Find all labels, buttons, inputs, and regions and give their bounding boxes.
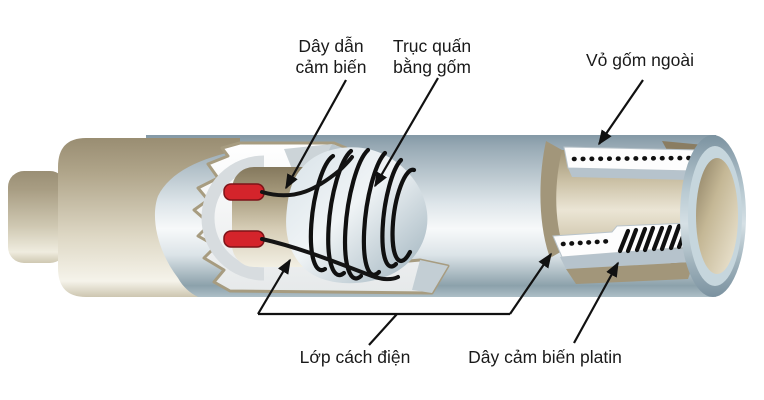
leader-insulation-left [257,258,291,315]
ring-inner-face [696,158,738,274]
leader-sensor-lead [285,79,347,190]
right-cutaway [540,141,704,284]
cut-bevel-bottom [412,260,448,293]
shell-cut-shoulder-left [540,141,564,258]
leader-lines [257,77,644,346]
end-cap-small [8,171,66,263]
labels: Dây dẫn cảm biến Trục quấn bằng gốm Vỏ g… [295,35,694,367]
leader-outer-shell [598,79,644,146]
leader-insulation-stem [258,312,510,346]
platinum-wire-dots-top [571,155,693,162]
label-ceramic-spool-line1: Trục quấn [393,36,471,56]
label-outer-shell: Vỏ gốm ngoài [586,50,694,70]
leader-ceramic-spool [374,77,439,188]
lead-terminal-bottom [223,230,265,248]
label-sensor-lead-line2: cảm biến [295,57,366,77]
strip-bevel-bottom [560,247,699,269]
lead-wire-top [260,155,354,198]
platinum-winding-hatches [617,223,690,254]
lead-wire-bottom [260,237,400,282]
leader-insulation-right [509,252,552,315]
label-ceramic-spool-line2: bằng gốm [393,56,471,77]
metal-sheath-cap [58,138,240,297]
shell-edge-bottom [566,262,694,284]
label-platinum-wire: Dây cảm biến platin [468,347,622,367]
label-insulation: Lớp cách điện [300,347,411,367]
platinum-wire-dots-bottom [560,238,615,247]
tube-end-ring [680,135,746,297]
lead-terminal-top [223,183,265,201]
insulation-cut-face [201,155,265,281]
leader-platinum-wire [573,261,619,344]
strip-bevel-top [568,168,694,180]
label-sensor-lead-line1: Dây dẫn [298,35,363,56]
